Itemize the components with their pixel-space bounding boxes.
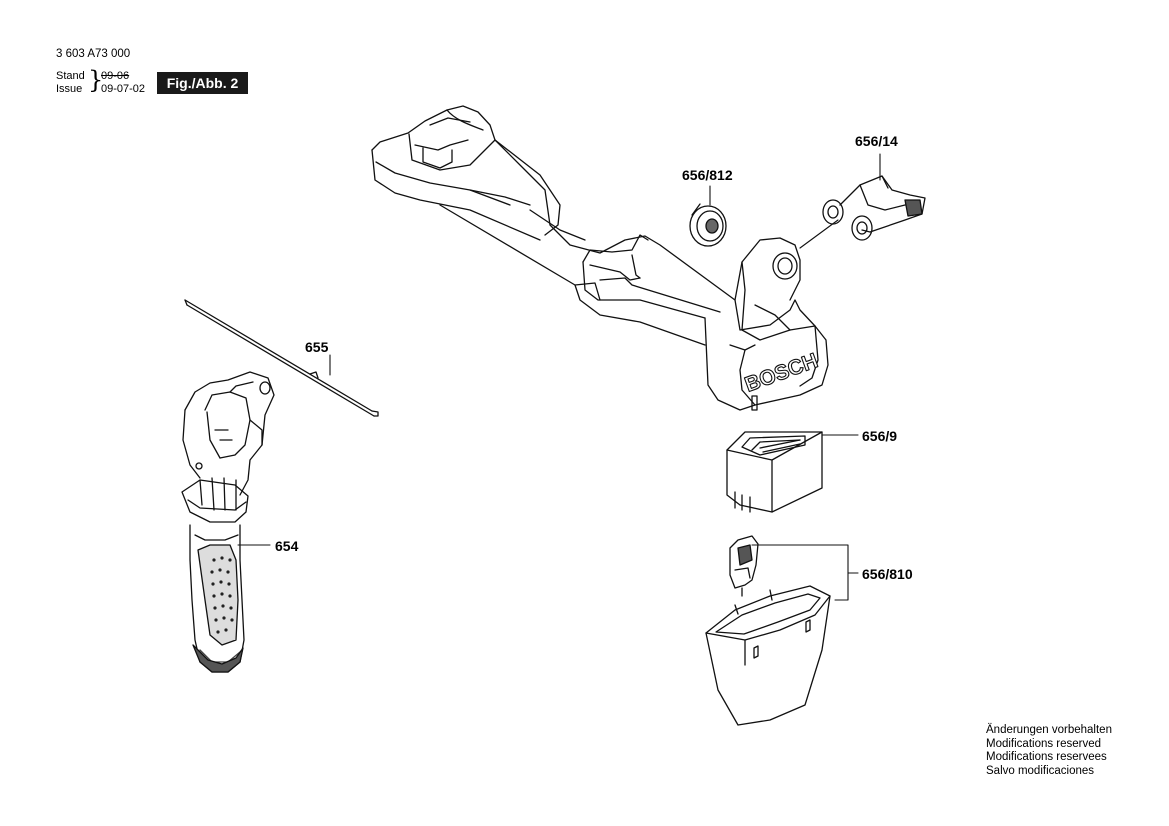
issue-label: Issue <box>56 83 83 95</box>
label-656-14: 656/14 <box>855 133 898 149</box>
extraction-arm: BOSCH <box>371 105 829 411</box>
note-es: Salvo modificaciones <box>986 764 1095 777</box>
auxiliary-handle <box>181 371 275 673</box>
label-654: 654 <box>275 538 299 554</box>
dust-container <box>705 585 831 726</box>
modification-notes: Änderungen vorbehalten Modifications res… <box>986 724 1112 778</box>
stand-label: Stand <box>56 70 85 82</box>
label-656-9: 656/9 <box>862 428 898 444</box>
dust-clip <box>729 535 759 597</box>
date-brace: } <box>88 66 104 94</box>
latch-part <box>822 175 926 241</box>
depth-rod <box>184 299 379 417</box>
stand-date: 09-06 <box>101 70 130 82</box>
label-655: 655 <box>305 339 329 355</box>
issue-date: 09-07-02 <box>101 83 146 95</box>
filter-insert <box>726 431 823 513</box>
note-en: Modifications reserved <box>986 737 1102 750</box>
seal-ring <box>689 203 727 247</box>
figure-badge: Fig./Abb. 2 <box>157 72 248 94</box>
document-number: 3 603 A73 000 <box>56 48 131 60</box>
note-fr: Modifications reservees <box>986 751 1107 763</box>
label-656-810: 656/810 <box>862 566 913 582</box>
label-656-812: 656/812 <box>682 167 733 183</box>
leader-lines <box>237 153 881 601</box>
note-de: Änderungen vorbehalten <box>986 724 1112 736</box>
handle-grip-dots <box>210 556 234 634</box>
bosch-logo: BOSCH <box>742 349 821 397</box>
